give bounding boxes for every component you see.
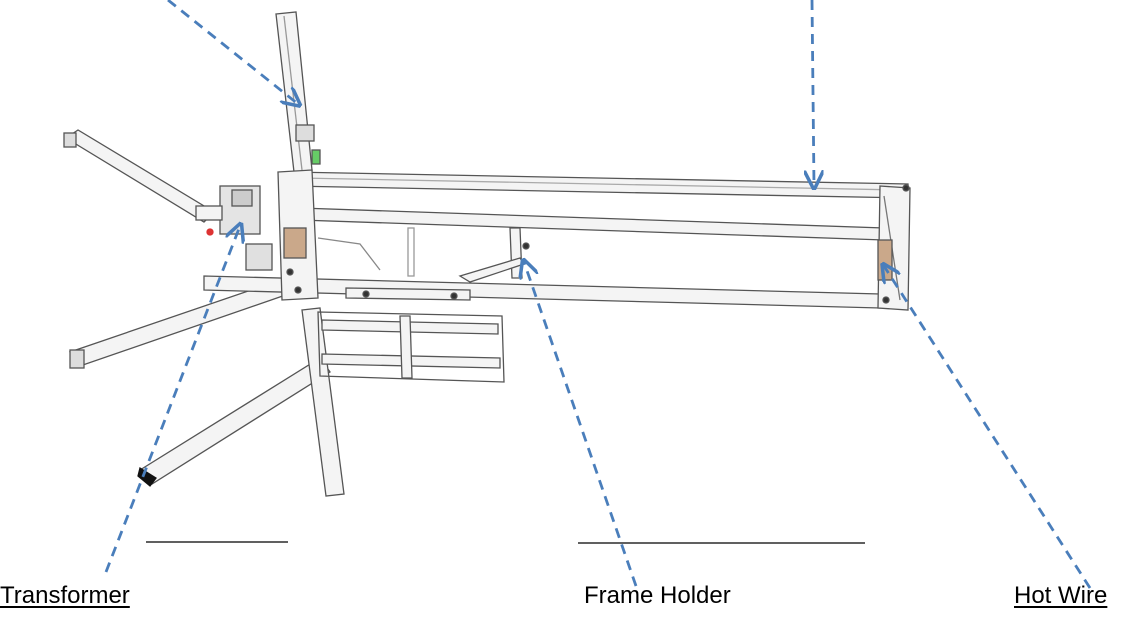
leg-bottom-foot <box>139 357 331 485</box>
hot-wire-label: Hot Wire <box>1014 582 1108 609</box>
arrow-top-right <box>812 0 814 186</box>
lower-frame <box>317 311 505 383</box>
arrow-top-left <box>167 0 298 104</box>
foot-cap <box>137 466 157 487</box>
vertical-post <box>275 11 313 173</box>
arrow-transformer <box>104 226 240 573</box>
top-rail <box>289 171 909 199</box>
frame-holder-label: Frame Holder <box>584 582 731 609</box>
arrow-frame-holder <box>524 262 638 587</box>
bottom-post <box>301 307 345 497</box>
middle-rail <box>299 207 885 241</box>
leg-top-left <box>64 129 216 223</box>
hot-wire-block <box>877 239 893 281</box>
pointer-arrows <box>104 0 1092 589</box>
machine-drawing <box>63 11 911 497</box>
arrow-hot-wire <box>884 266 1092 589</box>
transformer-label: Transformer <box>0 582 130 609</box>
frame-holder-post <box>509 227 523 279</box>
